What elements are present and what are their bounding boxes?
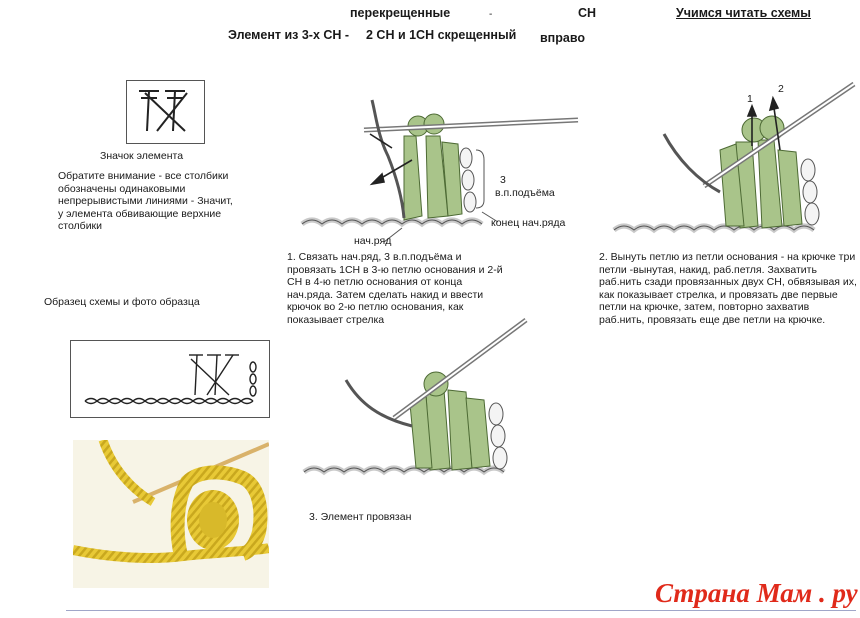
step1-illustration xyxy=(300,99,579,243)
step1-caption: 1. Связать нач.ряд, 3 в.п.подъёма и пров… xyxy=(287,251,503,326)
step3-illustration xyxy=(302,317,528,476)
step2-arrow2-label: 2 xyxy=(778,83,784,95)
sample-label: Образец схемы и фото образца xyxy=(44,296,200,308)
step1-label-lift: в.п.подъёма xyxy=(495,187,555,199)
step2-illustration xyxy=(612,81,856,234)
yellow-yarn-photo-icon xyxy=(73,440,269,563)
bottom-divider xyxy=(66,610,856,611)
step2-caption: 2. Вынуть петлю из петли основания - на … xyxy=(599,251,857,326)
header-link[interactable]: Учимся читать схемы xyxy=(676,6,811,20)
subtitle-a: Элемент из 3-х СН - xyxy=(228,28,350,42)
subtitle-c: вправо xyxy=(540,31,585,45)
header-title-part1: перекрещенные xyxy=(350,6,451,20)
step3-caption: 3. Элемент провязан xyxy=(309,511,412,523)
header-dash: - xyxy=(489,9,493,20)
crossed-stitch-symbol-icon xyxy=(139,90,188,132)
step1-label-3: 3 xyxy=(500,174,506,186)
symbol-note: Обратите внимание - все столбики обознач… xyxy=(58,170,233,232)
sample-scheme-box xyxy=(70,340,270,418)
header-title-part2: СН xyxy=(578,6,597,20)
subtitle-b: 2 СН и 1СН скрещенный xyxy=(366,28,517,42)
step1-label-end: конец нач.ряда xyxy=(491,217,566,229)
symbol-box xyxy=(126,80,205,144)
sample-photo xyxy=(73,440,269,588)
watermark-logo: Страна Мам . ру xyxy=(655,578,858,608)
step1-label-start: нач.ряд xyxy=(354,235,392,247)
step2-arrow1-label: 1 xyxy=(747,93,753,105)
scheme-diagram xyxy=(84,354,257,405)
symbol-label: Значок элемента xyxy=(100,150,184,162)
